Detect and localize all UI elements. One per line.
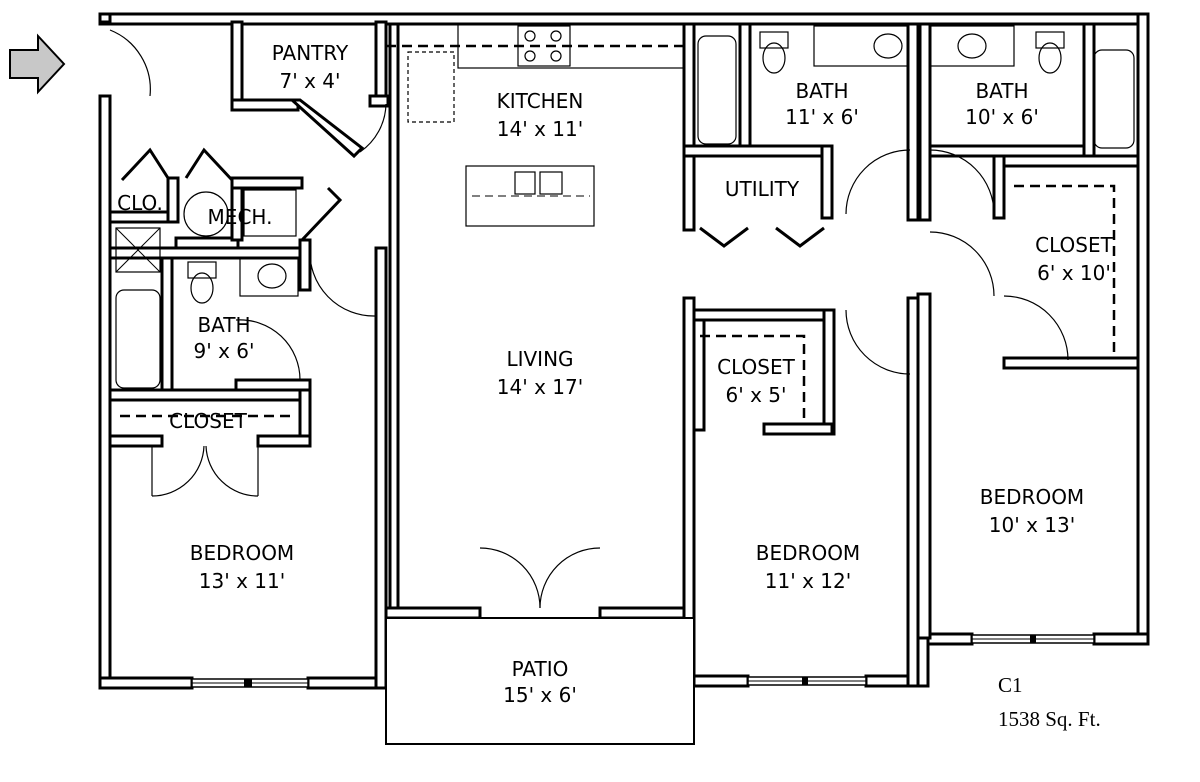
- closet-center-size: 6' x 5': [726, 383, 787, 407]
- room-labels: PANTRY 7' x 4' KITCHEN 14' x 11' BATH 11…: [117, 41, 1113, 707]
- closet-right-size: 6' x 10': [1037, 261, 1111, 285]
- closet-center-name: CLOSET: [717, 355, 795, 379]
- patio-name: PATIO: [512, 657, 569, 681]
- patio: [385, 617, 695, 745]
- bath-center-name: BATH: [795, 79, 848, 103]
- unit-area: 1538 Sq. Ft.: [998, 707, 1101, 731]
- kitchen-size: 14' x 11': [497, 117, 583, 141]
- unit-name: C1: [998, 673, 1023, 697]
- living-size: 14' x 17': [497, 375, 583, 399]
- outer-walls: [98, 12, 1150, 690]
- windows: [191, 634, 1095, 688]
- living-name: LIVING: [506, 347, 573, 371]
- clo-name: CLO.: [117, 191, 163, 215]
- mech-name: MECH.: [208, 205, 273, 229]
- bedroom-left-size: 13' x 11': [199, 569, 285, 593]
- fixtures: [115, 25, 1135, 389]
- patio-size: 15' x 6': [503, 683, 577, 707]
- interior-walls: [108, 20, 1140, 690]
- pantry-size: 7' x 4': [280, 69, 341, 93]
- entry-arrow-icon: [9, 33, 66, 95]
- bedroom-center-size: 11' x 12': [765, 569, 851, 593]
- bath-right-name: BATH: [975, 79, 1028, 103]
- bath-right-size: 10' x 6': [965, 105, 1039, 129]
- kitchen-name: KITCHEN: [497, 89, 584, 113]
- bedroom-right-size: 10' x 13': [989, 513, 1075, 537]
- bedroom-left-name: BEDROOM: [190, 541, 294, 565]
- utility-name: UTILITY: [725, 177, 800, 201]
- bath-left-size: 9' x 6': [194, 339, 255, 363]
- shelf-lines: [120, 44, 1116, 420]
- bath-center-size: 11' x 6': [785, 105, 859, 129]
- closet-left-name: CLOSET: [169, 409, 247, 433]
- bath-left-name: BATH: [197, 313, 250, 337]
- bedroom-center-name: BEDROOM: [756, 541, 860, 565]
- pantry-name: PANTRY: [272, 41, 349, 65]
- plan-info: C1 1538 Sq. Ft.: [998, 673, 1101, 731]
- bedroom-right-name: BEDROOM: [980, 485, 1084, 509]
- closet-right-name: CLOSET: [1035, 233, 1113, 257]
- doors: [109, 29, 1069, 609]
